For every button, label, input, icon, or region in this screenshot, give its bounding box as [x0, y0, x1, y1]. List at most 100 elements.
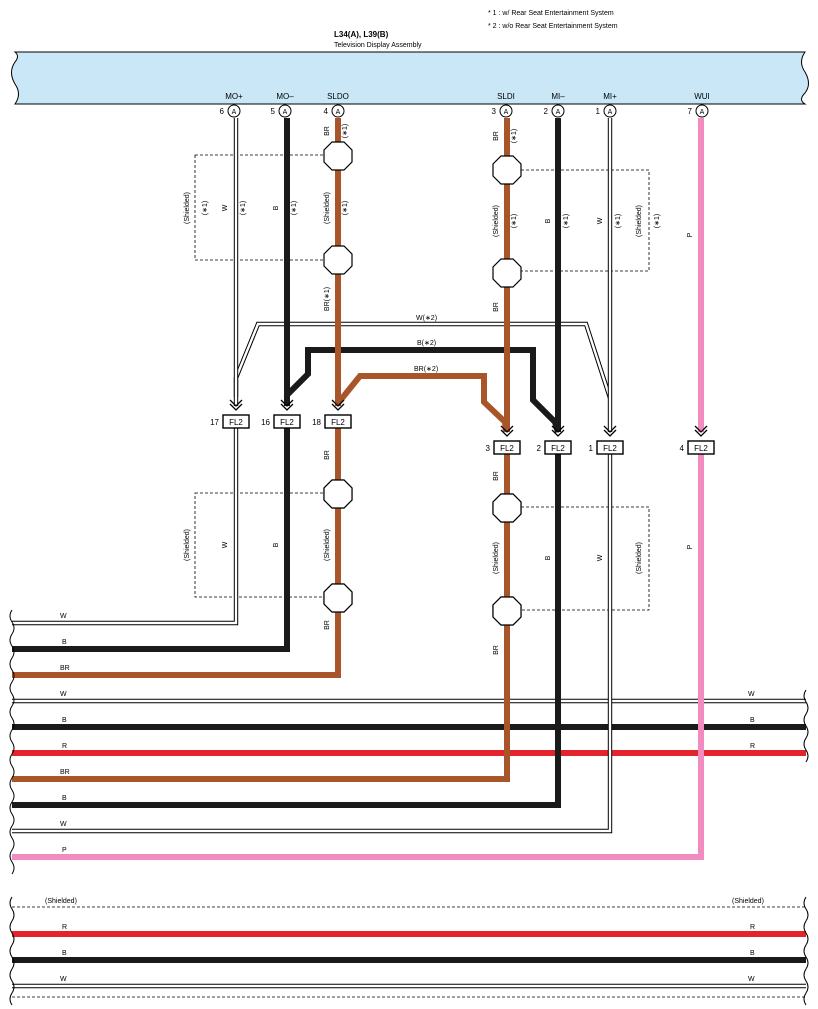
pin-connector-mi-plus: A — [603, 104, 617, 118]
pin-numbers: 6 5 4 3 2 1 7 — [220, 107, 693, 116]
svg-text:FL2: FL2 — [500, 444, 514, 453]
pin-connector-mo-minus: A — [278, 104, 292, 118]
pin-label-wui: WUI — [694, 92, 710, 101]
fl2-arrows — [229, 399, 708, 437]
label-star1-ur3: (∗1) — [615, 214, 622, 228]
label-w-ll: W — [222, 541, 229, 548]
lower-wire-labels: BR BR (Shielded) W B (Shielded) BR (Shie… — [184, 450, 694, 655]
pin-label-sldi: SLDI — [497, 92, 515, 101]
note-no-rse: * 2 : w/o Rear Seat Entertainment System — [488, 23, 618, 30]
svg-text:A: A — [336, 109, 341, 116]
bus-left-9: W — [60, 821, 67, 828]
label-br-fl2-18: BR — [324, 450, 331, 460]
bus-labels-right: W B R — [748, 691, 755, 750]
label-p-lower: P — [687, 544, 694, 549]
bus-right-3: R — [750, 743, 755, 750]
bus-left-10: P — [62, 847, 67, 854]
label-br-top-left: BR — [324, 126, 331, 136]
label-star1-top-right: (∗1) — [511, 129, 518, 143]
shield-box-lower-right — [505, 506, 650, 611]
label-br-top-right: BR — [493, 131, 500, 141]
bus-left-6: R — [62, 743, 67, 750]
label-star1-ul2: (∗1) — [240, 201, 247, 215]
label-shielded-lr: (Shielded) — [493, 542, 500, 574]
bus-left-7: BR — [60, 769, 70, 776]
label-b-ul: B — [273, 205, 280, 210]
shield-box-upper-left — [194, 154, 340, 261]
assembly-code: L34(A), L39(B) — [334, 30, 389, 39]
pin-num-sldi: 3 — [492, 107, 497, 116]
bottom-shielded-left: (Shielded) — [45, 898, 77, 905]
splice-upper-left-bottom — [323, 245, 353, 275]
bottom-left-w: W — [60, 976, 67, 983]
pin-connector-sldo: A — [331, 104, 345, 118]
fl2-17: FL2 — [222, 414, 250, 429]
bottom-left-b: B — [62, 950, 67, 957]
fl2-1: FL2 — [596, 440, 624, 455]
bus-left-2: B — [62, 639, 67, 646]
fl2-18: FL2 — [324, 414, 352, 429]
label-br-star1: BR(∗1) — [324, 287, 331, 311]
lower-wires — [12, 428, 806, 860]
pin-num-mi-minus: 2 — [544, 107, 549, 116]
pin-connector-mi-minus: A — [551, 104, 565, 118]
svg-text:A: A — [504, 109, 509, 116]
label-star1-ul3: (∗1) — [291, 201, 298, 215]
vertical-wires-upper — [233, 118, 704, 432]
label-b-ll: B — [273, 542, 280, 547]
shield-boxes — [194, 154, 650, 611]
fl2-2: FL2 — [544, 440, 572, 455]
label-shielded-ur: (Shielded) — [493, 205, 500, 237]
label-shielded-ll: (Shielded) — [184, 529, 191, 561]
fl2-numbers: 17 16 18 3 2 1 4 — [210, 418, 684, 453]
bus-left-4: W — [60, 691, 67, 698]
shield-box-lower-left — [194, 492, 340, 598]
bus-right-1: W — [748, 691, 755, 698]
shield-box-upper-right — [505, 169, 650, 272]
label-w-ul: W — [222, 204, 229, 211]
svg-text:A: A — [700, 109, 705, 116]
svg-text:A: A — [283, 109, 288, 116]
svg-text:FL2: FL2 — [603, 444, 617, 453]
label-shielded-lr2: (Shielded) — [636, 542, 643, 574]
label-w-ur: W — [597, 217, 604, 224]
fl2-3: FL2 — [493, 440, 521, 455]
fl2-num-3: 3 — [486, 444, 491, 453]
crossover-labels: W(∗2) B(∗2) BR(∗2) — [414, 315, 438, 373]
bottom-labels: (Shielded) (Shielded) R B W R B W — [45, 898, 764, 983]
pin-connector-sldi: A — [499, 104, 513, 118]
splice-upper-right-top — [492, 155, 522, 185]
bottom-shielded-group — [12, 906, 806, 998]
label-br-ll-bottom: BR — [324, 620, 331, 630]
fl2-num-1: 1 — [589, 444, 594, 453]
bus-labels-left: W B BR W B R BR B W P — [60, 613, 70, 854]
television-display-assembly — [11, 51, 809, 105]
pin-connector-mo-plus: A — [227, 104, 241, 118]
fl2-num-16: 16 — [261, 418, 270, 427]
bottom-right-w: W — [748, 976, 755, 983]
label-star1-ul: (∗1) — [202, 201, 209, 215]
bus-left-1: W — [60, 613, 67, 620]
upper-wire-labels: (Shielded) (∗1) W (∗1) B (∗1) (Shielded)… — [184, 124, 694, 312]
pin-num-mi-plus: 1 — [596, 107, 601, 116]
pin-num-wui: 7 — [688, 107, 693, 116]
label-star1-ul4: (∗1) — [342, 201, 349, 215]
bus-left-8: B — [62, 795, 67, 802]
label-b-ur: B — [545, 218, 552, 223]
svg-text:A: A — [556, 109, 561, 116]
svg-text:A: A — [608, 109, 613, 116]
pin-labels: MO+ MO– SLDO SLDI MI– MI+ WUI — [225, 92, 710, 101]
label-b-lr: B — [545, 555, 552, 560]
fl2-num-17: 17 — [210, 418, 219, 427]
label-br-ur-mid: BR — [493, 302, 500, 312]
bus-left-5: B — [62, 717, 67, 724]
label-shielded-ul: (Shielded) — [184, 192, 191, 224]
label-star1-ur4: (∗1) — [654, 214, 661, 228]
pin-label-sldo: SLDO — [327, 92, 349, 101]
bottom-right-b: B — [750, 950, 755, 957]
label-w-star2: W(∗2) — [416, 315, 437, 322]
label-br-star2: BR(∗2) — [414, 366, 438, 373]
label-b-star2: B(∗2) — [417, 340, 436, 347]
label-p-upper: P — [687, 232, 694, 237]
